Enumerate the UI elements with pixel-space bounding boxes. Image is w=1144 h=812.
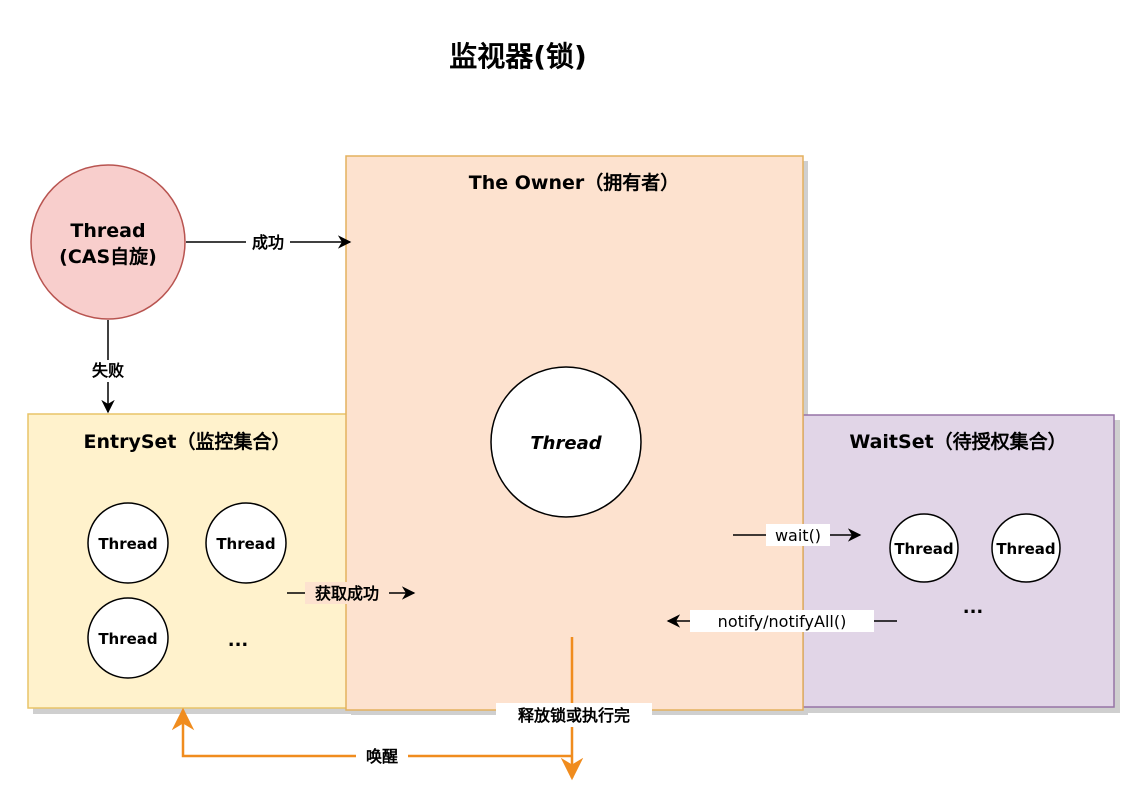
entryset-title: EntrySet（监控集合） bbox=[84, 430, 291, 453]
owner-thread-circle bbox=[490, 366, 642, 518]
wait-label: wait() bbox=[775, 526, 821, 545]
wakeup-arrow bbox=[171, 707, 572, 758]
entryset-box bbox=[27, 413, 351, 709]
waitset-title: WaitSet（待授权集合） bbox=[849, 430, 1066, 453]
wait-label-bg bbox=[766, 524, 830, 546]
wait-thread-circle bbox=[991, 513, 1061, 583]
wait-thread-label: Thread bbox=[894, 540, 953, 558]
diagram-title: 监视器(锁) bbox=[449, 40, 587, 73]
release-label: 释放锁或执行完 bbox=[518, 706, 630, 725]
notify-label: notify/notifyAll() bbox=[718, 612, 847, 631]
success-label-bg bbox=[246, 231, 290, 253]
acquire-label-bg bbox=[305, 582, 389, 604]
cas-thread-label: Thread bbox=[70, 220, 145, 242]
entry-thread-circle bbox=[205, 502, 287, 584]
fail-label-bg bbox=[85, 360, 131, 382]
cas-thread-circle bbox=[30, 164, 186, 320]
owner-title: The Owner（拥有者） bbox=[469, 171, 679, 194]
success-label: 成功 bbox=[252, 233, 284, 252]
cas-thread-sublabel: (CAS自旋) bbox=[59, 245, 157, 268]
wait-thread-circle bbox=[889, 513, 959, 583]
wait-thread-label: Thread bbox=[996, 540, 1055, 558]
release-label-bg bbox=[496, 703, 652, 727]
waitset-box bbox=[802, 414, 1115, 708]
entry-thread-label: Thread bbox=[98, 535, 157, 553]
entry-thread-circle bbox=[87, 597, 169, 679]
entry-thread-label: Thread bbox=[216, 535, 275, 553]
fail-label: 失败 bbox=[92, 361, 124, 380]
notify-label-bg bbox=[690, 610, 874, 632]
waitset-ellipsis: ... bbox=[963, 597, 984, 618]
entry-thread-circle bbox=[87, 502, 169, 584]
acquire-label: 获取成功 bbox=[315, 584, 379, 603]
wakeup-label-bg bbox=[356, 745, 408, 767]
entryset-ellipsis: ... bbox=[228, 630, 249, 651]
wakeup-label: 唤醒 bbox=[366, 747, 398, 766]
owner-thread-label: Thread bbox=[530, 433, 602, 454]
entry-thread-label: Thread bbox=[98, 630, 157, 648]
